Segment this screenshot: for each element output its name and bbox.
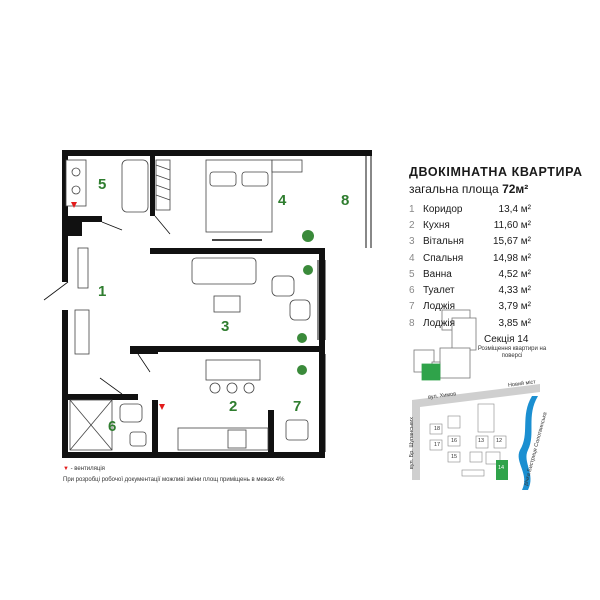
room-number-5: 5 xyxy=(98,176,107,193)
wall-loggia-divider xyxy=(268,410,274,452)
sink-counter xyxy=(65,159,87,207)
total-area-label: загальна площа xyxy=(409,182,499,196)
toilet-bowl xyxy=(119,403,143,423)
total-area-value: 72м² xyxy=(502,182,529,196)
room-number-4: 4 xyxy=(278,192,287,209)
block-label: 14 xyxy=(498,465,505,471)
windows xyxy=(317,156,372,452)
section-note: Розміщення квартири на поверсі xyxy=(477,346,547,359)
ventilation-text: - вентиляція xyxy=(70,466,105,472)
section-map xyxy=(413,309,477,381)
wall-bottom xyxy=(62,452,325,458)
column-1 xyxy=(68,222,82,236)
armchair-1 xyxy=(271,275,295,297)
block-label: 12 xyxy=(496,438,503,444)
river xyxy=(518,396,538,490)
wash-basin xyxy=(129,431,147,447)
entrance-door xyxy=(43,281,69,301)
coffee-table xyxy=(213,295,241,313)
block-label: 15 xyxy=(451,454,458,460)
wall-left-lower xyxy=(62,310,68,458)
plants xyxy=(297,230,314,375)
loggia-chair xyxy=(285,419,309,441)
bath-door xyxy=(101,221,123,231)
wall-toilet-right xyxy=(152,400,158,452)
room-number-6: 6 xyxy=(108,418,117,435)
shelf xyxy=(77,247,89,289)
armchair-2 xyxy=(289,299,311,321)
location-map xyxy=(412,384,540,490)
wall-top xyxy=(62,150,372,156)
wall-bedroom-bottom xyxy=(150,248,325,254)
wall-toilet-top xyxy=(68,394,138,400)
street-left-label: вул. Бр. Шупанських xyxy=(409,416,416,470)
ventilation-legend: ▼ - вентиляція xyxy=(63,466,105,472)
kitchen-door xyxy=(137,353,151,373)
column-2 xyxy=(130,346,158,354)
room-number-1: 1 xyxy=(98,283,107,300)
wall-bath-right xyxy=(150,156,155,216)
doors xyxy=(43,215,171,395)
block-label: 13 xyxy=(478,438,485,444)
bedroom-furniture xyxy=(205,159,303,241)
bedroom-door xyxy=(154,215,171,235)
block-label: 18 xyxy=(434,426,441,432)
wall-kitchen-top xyxy=(130,346,320,352)
room-number-2: 2 xyxy=(229,398,238,415)
wall-bath-bottom xyxy=(62,216,102,222)
bed xyxy=(205,159,273,233)
apartment-title: ДВОКІМНАТНА КВАРТИРА xyxy=(409,165,583,179)
counter xyxy=(177,427,269,451)
toilet-fixtures xyxy=(69,399,147,451)
wall-right-lower xyxy=(319,248,325,458)
desk xyxy=(271,159,303,173)
vent-icon: ▼ xyxy=(63,466,69,472)
kitchen-furniture xyxy=(177,359,309,451)
block-label: 17 xyxy=(434,442,441,448)
section-label: Секція 14 xyxy=(484,334,529,345)
room-number-8: 8 xyxy=(341,192,350,209)
walls xyxy=(62,150,372,458)
dining-table xyxy=(205,359,261,381)
section-highlight xyxy=(421,363,441,381)
room-number-3: 3 xyxy=(221,318,230,335)
bathtub xyxy=(121,159,149,213)
wardrobe-2 xyxy=(74,309,90,355)
total-area: загальна площа 72м² xyxy=(409,182,528,196)
bathroom-fixtures xyxy=(65,159,171,213)
location-highlight xyxy=(496,460,508,480)
toilet-door xyxy=(99,377,123,395)
block-label: 16 xyxy=(451,438,458,444)
living-furniture xyxy=(74,247,311,355)
stove xyxy=(227,429,247,449)
vent-markers xyxy=(71,202,165,410)
sofa xyxy=(191,257,257,285)
room-number-7: 7 xyxy=(293,398,302,415)
disclaimer: При розробці робочої документації можлив… xyxy=(63,477,285,483)
